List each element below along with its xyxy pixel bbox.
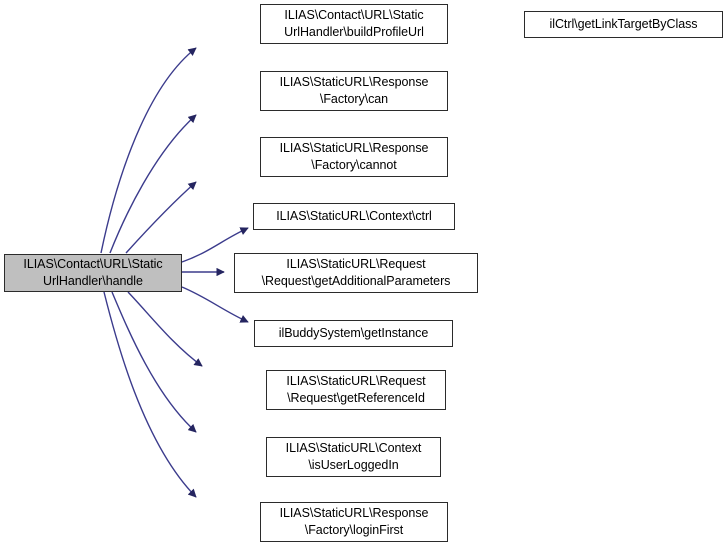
graph-node-ctrl[interactable]: ILIAS\StaticURL\Context\ctrl bbox=[253, 203, 455, 230]
graph-edge-handle-to-isUserLoggedIn bbox=[111, 291, 197, 433]
graph-edge-handle-to-cannot bbox=[125, 181, 197, 254]
graph-node-cannot[interactable]: ILIAS\StaticURL\Response \Factory\cannot bbox=[260, 137, 448, 177]
graph-node-getInstance[interactable]: ilBuddySystem\getInstance bbox=[254, 320, 453, 347]
graph-node-getAdditionalParameters[interactable]: ILIAS\StaticURL\Request \Request\getAddi… bbox=[234, 253, 478, 293]
graph-node-label: ILIAS\Contact\URL\Static UrlHandler\buil… bbox=[284, 8, 424, 39]
graph-edge-handle-to-getReferenceId bbox=[127, 291, 203, 367]
graph-node-handle[interactable]: ILIAS\Contact\URL\Static UrlHandler\hand… bbox=[4, 254, 182, 292]
graph-node-buildProfileUrl[interactable]: ILIAS\Contact\URL\Static UrlHandler\buil… bbox=[260, 4, 448, 44]
graph-node-label: ilBuddySystem\getInstance bbox=[278, 326, 429, 341]
graph-node-loginFirst[interactable]: ILIAS\StaticURL\Response \Factory\loginF… bbox=[260, 502, 448, 542]
graph-node-label: ILIAS\StaticURL\Context\ctrl bbox=[276, 209, 432, 224]
graph-node-label: ILIAS\StaticURL\Request \Request\getRefe… bbox=[286, 374, 426, 405]
graph-node-label: ILIAS\StaticURL\Request \Request\getAddi… bbox=[261, 257, 451, 288]
graph-node-label: ILIAS\Contact\URL\Static UrlHandler\hand… bbox=[23, 257, 163, 288]
graph-node-can[interactable]: ILIAS\StaticURL\Response \Factory\can bbox=[260, 71, 448, 111]
graph-node-label: ilCtrl\getLinkTargetByClass bbox=[549, 17, 698, 32]
graph-node-getReferenceId[interactable]: ILIAS\StaticURL\Request \Request\getRefe… bbox=[266, 370, 446, 410]
graph-node-label: ILIAS\StaticURL\Context \isUserLoggedIn bbox=[285, 441, 422, 472]
graph-node-label: ILIAS\StaticURL\Response \Factory\can bbox=[279, 75, 429, 106]
graph-edge-handle-to-can bbox=[109, 114, 197, 254]
graph-node-label: ILIAS\StaticURL\Response \Factory\loginF… bbox=[279, 506, 429, 537]
graph-node-isUserLoggedIn[interactable]: ILIAS\StaticURL\Context \isUserLoggedIn bbox=[266, 437, 441, 477]
graph-node-label: ILIAS\StaticURL\Response \Factory\cannot bbox=[279, 141, 429, 172]
graph-edge-handle-to-loginFirst bbox=[103, 291, 197, 498]
graph-node-getLinkTargetByClass[interactable]: ilCtrl\getLinkTargetByClass bbox=[524, 11, 723, 38]
graph-edge-handle-to-buildProfileUrl bbox=[100, 47, 197, 254]
